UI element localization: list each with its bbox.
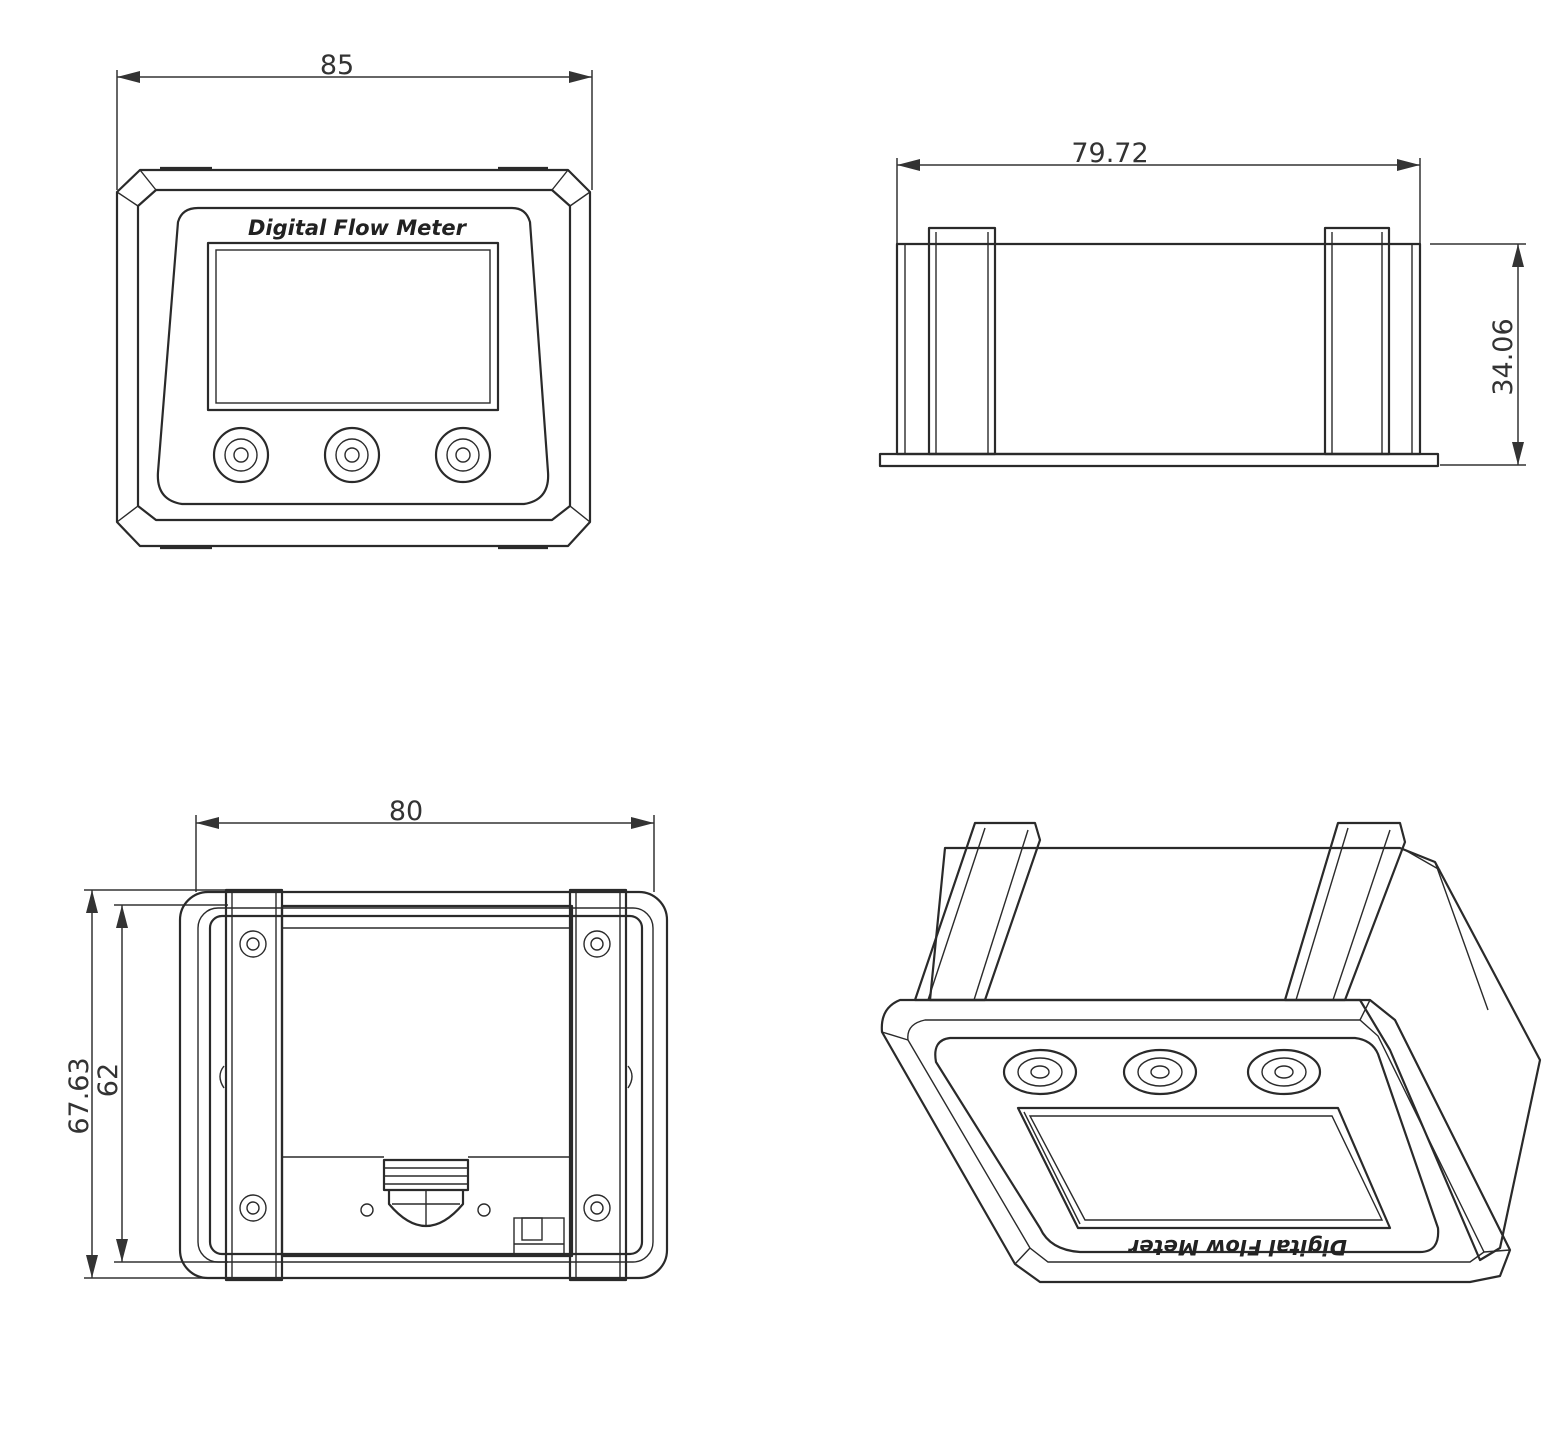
front-inner-frame	[136, 188, 572, 522]
side-strap-right	[1323, 226, 1391, 456]
rear-outer-body	[178, 890, 669, 1280]
rear-inner-height-dimension: 62	[93, 904, 228, 1263]
front-button-left	[212, 426, 270, 484]
iso-face-panel	[934, 1036, 1440, 1254]
side-height-label: 34.06	[1488, 318, 1519, 395]
front-button-middle	[323, 426, 381, 484]
side-height-dimension: 34.06	[1430, 243, 1526, 466]
side-view: 79.72 34.06	[878, 138, 1526, 468]
rear-strap-right	[568, 888, 628, 1282]
rear-width-dimension: 80	[195, 796, 655, 892]
rear-port	[513, 1217, 565, 1257]
front-view: 85 Digital Flow Meter	[115, 50, 593, 550]
side-strap-left	[927, 226, 997, 456]
rear-width-label: 80	[389, 796, 423, 827]
rear-strap-left	[224, 888, 284, 1282]
rear-outer-height-label: 67.63	[64, 1057, 95, 1134]
side-body	[895, 242, 1422, 456]
side-width-dimension: 79.72	[896, 138, 1421, 245]
rear-outer-height-dimension: 67.63	[64, 889, 228, 1279]
front-width-label: 85	[320, 50, 354, 81]
rear-inner-height-label: 62	[93, 1063, 124, 1097]
front-face-panel	[156, 206, 550, 506]
front-lcd-screen	[206, 241, 500, 412]
iso-lcd-screen	[1016, 1106, 1392, 1230]
iso-button-right	[1246, 1048, 1322, 1096]
iso-button-middle	[1122, 1048, 1198, 1096]
iso-strap-left	[913, 821, 1042, 1002]
iso-button-left	[1002, 1048, 1078, 1096]
side-base-flange	[878, 452, 1440, 468]
iso-view: Digital Flow Meter	[880, 821, 1542, 1284]
rear-connector	[360, 1158, 491, 1227]
front-logo-text: Digital Flow Meter	[248, 216, 468, 240]
front-width-dimension: 85	[116, 50, 593, 190]
side-width-label: 79.72	[1071, 138, 1148, 169]
rear-view: 80 67.63 62	[64, 796, 669, 1282]
front-outer-frame	[115, 168, 592, 548]
iso-strap-right	[1283, 821, 1407, 1002]
front-button-right	[434, 426, 492, 484]
iso-logo-text: Digital Flow Meter	[1127, 1235, 1347, 1259]
